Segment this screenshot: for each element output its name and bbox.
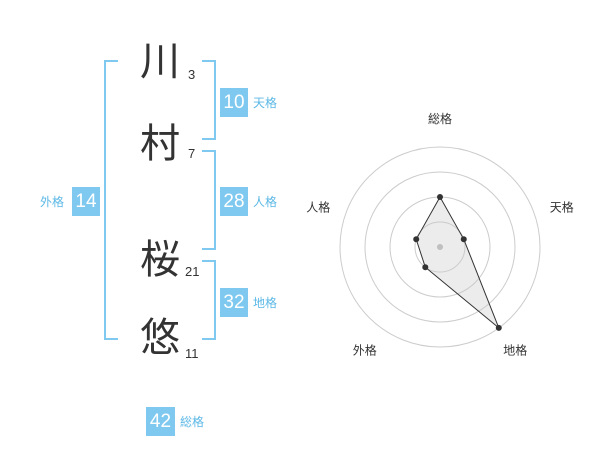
name-char-1: 川 <box>140 39 180 85</box>
radar-ring-1 <box>414 221 466 273</box>
radar-axis-label-1: 天格 <box>550 199 574 214</box>
stroke-count-4: 11 <box>185 346 199 361</box>
gaikaku-label: 外格 <box>40 195 65 209</box>
radar-point-3 <box>422 264 429 271</box>
radar-ring-4 <box>339 146 541 348</box>
chikaku-value: 32 <box>220 288 248 317</box>
radar-point-4 <box>413 236 420 243</box>
gaikaku-value: 14 <box>72 187 100 216</box>
jinkaku-bracket <box>202 150 216 250</box>
radar-axis-label-4: 人格 <box>306 199 330 214</box>
stroke-count-2: 7 <box>188 146 196 161</box>
jinkaku-label: 人格 <box>253 195 278 209</box>
radar-axis-label-0: 総格 <box>428 111 452 126</box>
soukaku-value: 42 <box>146 407 175 436</box>
radar-point-0 <box>437 194 443 200</box>
radar-axis-label-3: 外格 <box>353 343 377 358</box>
radar-series-polygon <box>415 195 500 329</box>
name-char-4: 悠 <box>140 315 180 361</box>
chikaku-label: 地格 <box>253 296 278 310</box>
jinkaku-value: 28 <box>220 187 248 216</box>
stroke-count-3: 21 <box>185 264 200 279</box>
soukaku-label: 総格 <box>180 415 205 429</box>
tenkaku-label: 天格 <box>253 96 278 110</box>
tenkaku-value: 10 <box>220 88 248 117</box>
radar-point-1 <box>460 236 467 243</box>
name-char-2: 村 <box>140 121 180 167</box>
radar-point-2 <box>495 324 502 331</box>
stroke-count-1: 3 <box>188 67 196 82</box>
tenkaku-bracket <box>202 60 216 140</box>
name-char-3: 桜 <box>140 237 180 283</box>
radar-ring-3 <box>364 171 516 323</box>
radar-axis-label-2: 地格 <box>503 343 527 358</box>
gaikaku-bracket <box>104 60 118 340</box>
radar-center <box>437 244 443 250</box>
chikaku-bracket <box>202 260 216 340</box>
